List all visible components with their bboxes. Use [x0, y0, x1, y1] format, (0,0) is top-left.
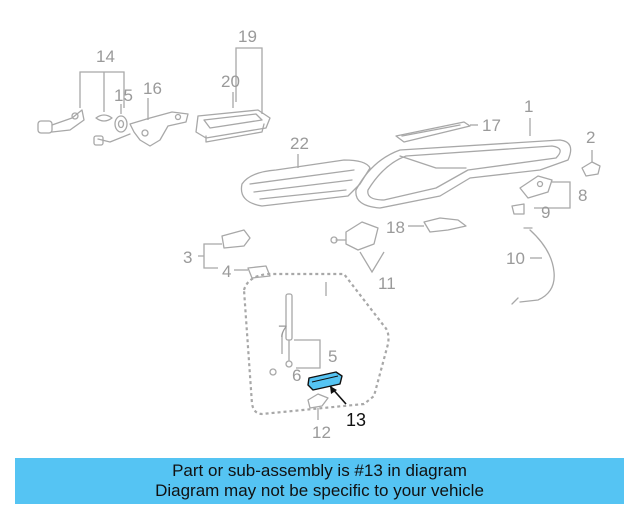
- callout-10: 10: [506, 249, 525, 268]
- callout-15: 15: [114, 86, 133, 105]
- part-6-clip: [269, 368, 277, 376]
- part-17-spoiler: [395, 121, 478, 143]
- part-2-clip: [581, 161, 601, 177]
- banner-line-2: Diagram may not be specific to your vehi…: [155, 481, 484, 500]
- part-13-highlighted: [307, 371, 347, 405]
- banner-line-1: Part or sub-assembly is #13 in diagram: [172, 461, 467, 480]
- part-19-leader: [235, 47, 263, 114]
- part-10-cable: [519, 229, 555, 303]
- callout-8: 8: [578, 186, 587, 205]
- callout-3: 3: [183, 248, 192, 267]
- callout-1: 1: [524, 97, 533, 116]
- part-18-latch: [423, 217, 467, 233]
- callout-20: 20: [221, 72, 240, 91]
- callout-14: 14: [96, 47, 115, 66]
- callout-19: 19: [238, 27, 257, 46]
- callout-4: 4: [222, 262, 231, 281]
- part-3-leader: [198, 243, 222, 269]
- callout-2: 2: [586, 128, 595, 147]
- part-3-part: [221, 229, 251, 249]
- callout-22: 22: [290, 134, 309, 153]
- part-15-grommet: [114, 104, 128, 133]
- part-22-glass: [240, 159, 371, 207]
- callout-6: 6: [292, 366, 301, 385]
- part-8-hinge: [511, 175, 571, 215]
- callout-16: 16: [143, 79, 162, 98]
- callout-12: 12: [312, 423, 331, 442]
- part-7-strut: [285, 293, 321, 369]
- callout-11: 11: [378, 274, 396, 293]
- part-12-part: [307, 393, 329, 409]
- part-20-lamp: [195, 109, 271, 143]
- callout-18: 18: [386, 218, 405, 237]
- callout-9: 9: [541, 203, 550, 222]
- callout-7: 7: [278, 322, 287, 341]
- info-banner: Part or sub-assembly is #13 in diagram D…: [15, 458, 624, 504]
- parts-diagram: 14 15 16 19 20 17 1 22: [37, 27, 601, 442]
- part-11-lock: [330, 221, 385, 274]
- weatherstrip: [242, 272, 390, 416]
- part-4-part: [247, 265, 271, 279]
- part-1-panel: [355, 139, 572, 209]
- part-14-assembly: [37, 71, 125, 134]
- callout-13: 13: [346, 410, 366, 430]
- callout-5: 5: [328, 347, 337, 366]
- callout-17: 17: [482, 116, 501, 135]
- part-16-bracket: [93, 98, 189, 147]
